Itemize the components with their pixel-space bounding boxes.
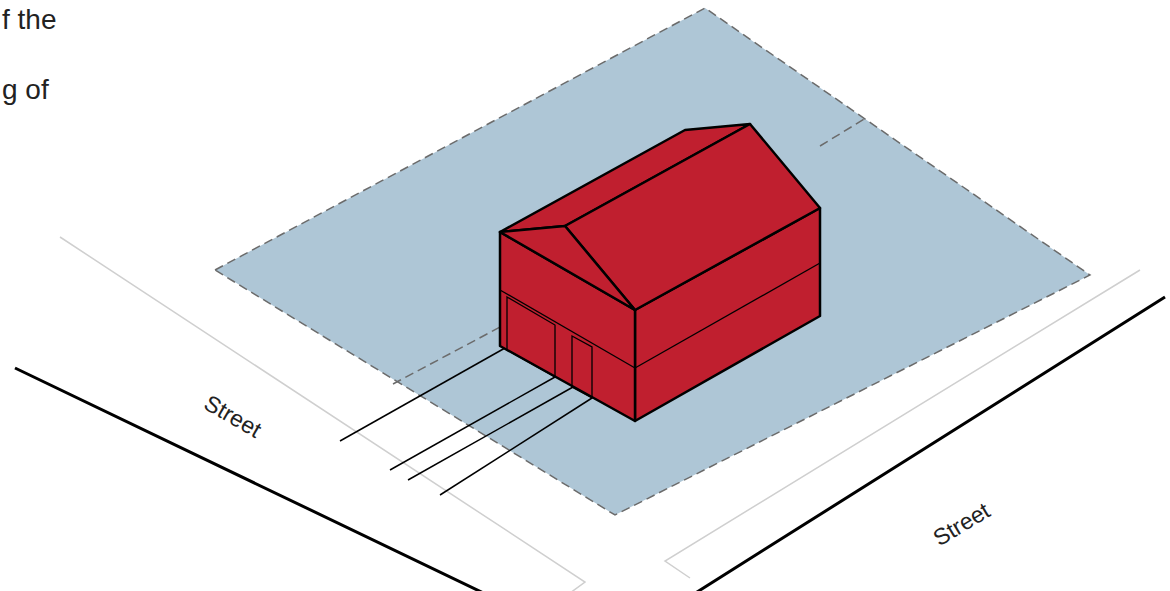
street-label: Street [200,389,267,443]
setback-line [820,118,866,146]
house [500,124,820,421]
house-details [500,263,820,398]
street-label: Street [929,497,996,552]
lot [215,8,1090,515]
cut-text: f the [2,4,56,36]
setback-line [393,326,502,384]
cut-text: g of [2,74,49,106]
